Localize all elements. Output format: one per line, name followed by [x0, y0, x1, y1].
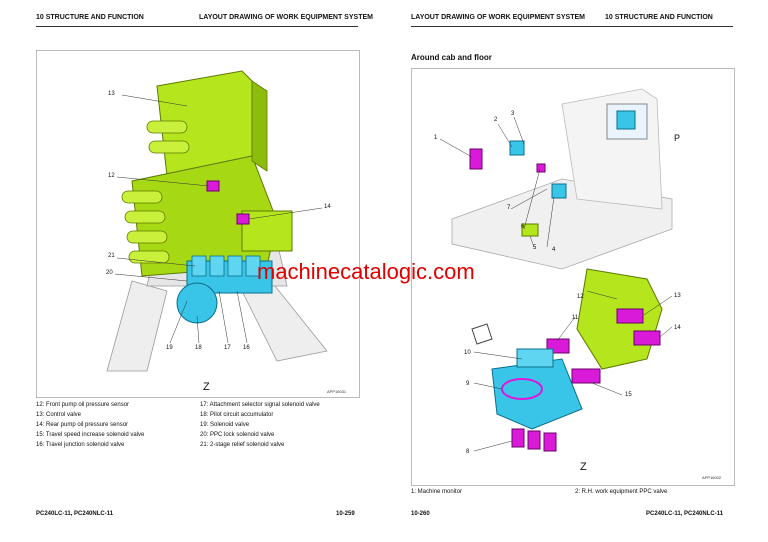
floor-component — [551, 183, 567, 199]
callout-7: 7 — [507, 205, 511, 211]
left-header-rule — [36, 26, 358, 27]
right-footer-model: PC240LC-11, PC240NLC-11 — [646, 511, 724, 517]
left-footer-page: 10-259 — [336, 511, 355, 517]
solenoid-coil — [191, 255, 207, 277]
callout-12: 12 — [108, 173, 115, 179]
callout-p: P — [674, 133, 681, 143]
right-header-title: LAYOUT DRAWING OF WORK EQUIPMENT SYSTEM — [411, 14, 585, 21]
left-header-chapter: 10 STRUCTURE AND FUNCTION — [36, 14, 144, 21]
callout-14: 14 — [324, 204, 331, 210]
cab-floor-illustration — [439, 88, 673, 452]
callout-16: 16 — [243, 345, 250, 351]
solenoid-coil — [209, 255, 225, 277]
rear-pump-sensor — [236, 213, 250, 225]
callout-11: 11 — [572, 315, 579, 321]
callout-14: 14 — [674, 325, 681, 331]
callout-20: 20 — [106, 270, 113, 276]
legend-item: 19: Solenoid valve — [200, 422, 250, 428]
solenoid-coil — [245, 255, 261, 277]
callout-10: 10 — [464, 350, 471, 356]
solenoid-14 — [633, 330, 661, 346]
direction-arrow — [471, 323, 493, 345]
callout-21: 21 — [108, 253, 115, 259]
section-title: Around cab and floor — [411, 53, 492, 62]
control-valve-illustration — [106, 70, 328, 372]
right-header-rule — [411, 26, 733, 27]
legend-item: 15: Travel speed increase solenoid valve — [36, 432, 145, 438]
callout-18: 18 — [195, 345, 202, 351]
left-header-title: LAYOUT DRAWING OF WORK EQUIPMENT SYSTEM — [199, 14, 373, 21]
callout-13: 13 — [108, 91, 115, 97]
view-label: Z — [203, 381, 210, 393]
callout-17: 17 — [224, 345, 231, 351]
callout-12: 12 — [577, 294, 584, 300]
right-header-chapter: 10 STRUCTURE AND FUNCTION — [605, 14, 713, 21]
legend-item: 21: 2-stage relief solenoid valve — [200, 442, 285, 448]
floor-switch — [536, 163, 546, 173]
cab-floor-figure: 1 2 3 4 5 6 7 P 12 13 14 11 10 9 8 15 Z … — [411, 68, 735, 486]
legend-item: 2: R.H. work equipment PPC valve — [575, 489, 668, 495]
solenoid-coil — [227, 255, 243, 277]
figure-code: APP15031 — [327, 389, 347, 394]
legend-right-column: 2: R.H. work equipment PPC valve — [575, 487, 667, 497]
callout-3: 3 — [511, 111, 515, 117]
solenoid-15 — [571, 368, 601, 384]
callout-2: 2 — [494, 117, 498, 123]
callout-1: 1 — [434, 135, 438, 141]
legend-item: 13: Control valve — [36, 412, 82, 418]
connector — [543, 432, 557, 452]
callout-19: 19 — [166, 345, 173, 351]
control-valve-figure: 13 12 14 21 20 19 18 17 16 Z APP15031 — [36, 50, 360, 398]
legend-item: 16: Travel junction solenoid valve — [36, 442, 125, 448]
pump-port-block — [241, 210, 293, 252]
callout-5: 5 — [533, 245, 537, 251]
legend-item: 20: PPC lock solenoid valve — [200, 432, 275, 438]
callout-4: 4 — [552, 247, 556, 253]
spool-cap — [148, 140, 190, 154]
right-page: LAYOUT DRAWING OF WORK EQUIPMENT SYSTEM … — [384, 0, 768, 542]
callout-15: 15 — [625, 392, 632, 398]
legend-item: 1: Machine monitor — [411, 489, 463, 495]
connector — [511, 428, 525, 448]
valve-head — [516, 348, 554, 368]
stand-left-leg — [106, 280, 168, 372]
connector — [527, 430, 541, 450]
pilot-accumulator — [176, 282, 218, 324]
rh-ppc-valve — [509, 140, 525, 156]
solenoid-13 — [616, 308, 644, 324]
spool-cap — [124, 210, 166, 224]
inset-component — [616, 110, 636, 130]
legend-item: 18: Pilot circuit accumulator — [200, 412, 274, 418]
floor-component — [521, 223, 539, 237]
left-page: 10 STRUCTURE AND FUNCTION LAYOUT DRAWING… — [36, 14, 373, 517]
callout-6: 6 — [521, 224, 525, 230]
legend-item: 12: Front pump oil pressure sensor — [36, 402, 130, 408]
spool-cap — [128, 250, 170, 264]
legend-left-column: 1: Machine monitor — [411, 487, 462, 497]
spool-cap — [121, 190, 163, 204]
machine-monitor — [469, 148, 483, 170]
right-footer-page: 10-260 — [411, 511, 430, 517]
spool-cap — [146, 120, 188, 134]
callout-9: 9 — [466, 381, 470, 387]
legend-right-column: 17: Attachment selector signal solenoid … — [200, 400, 320, 450]
left-footer-model: PC240LC-11, PC240NLC-11 — [36, 511, 114, 517]
figure-code: APP16002 — [702, 475, 722, 480]
spool-cap — [126, 230, 168, 244]
legend-item: 17: Attachment selector signal solenoid … — [200, 402, 320, 408]
watermark-text: machinecatalogic.com — [257, 259, 475, 284]
callout-13: 13 — [674, 293, 681, 299]
legend-item: 14: Rear pump oil pressure sensor — [36, 422, 129, 428]
control-valve-side — [251, 80, 268, 172]
legend-left-column: 12: Front pump oil pressure sensor 13: C… — [36, 400, 144, 450]
callout-8: 8 — [466, 449, 470, 455]
view-label: Z — [580, 461, 587, 473]
